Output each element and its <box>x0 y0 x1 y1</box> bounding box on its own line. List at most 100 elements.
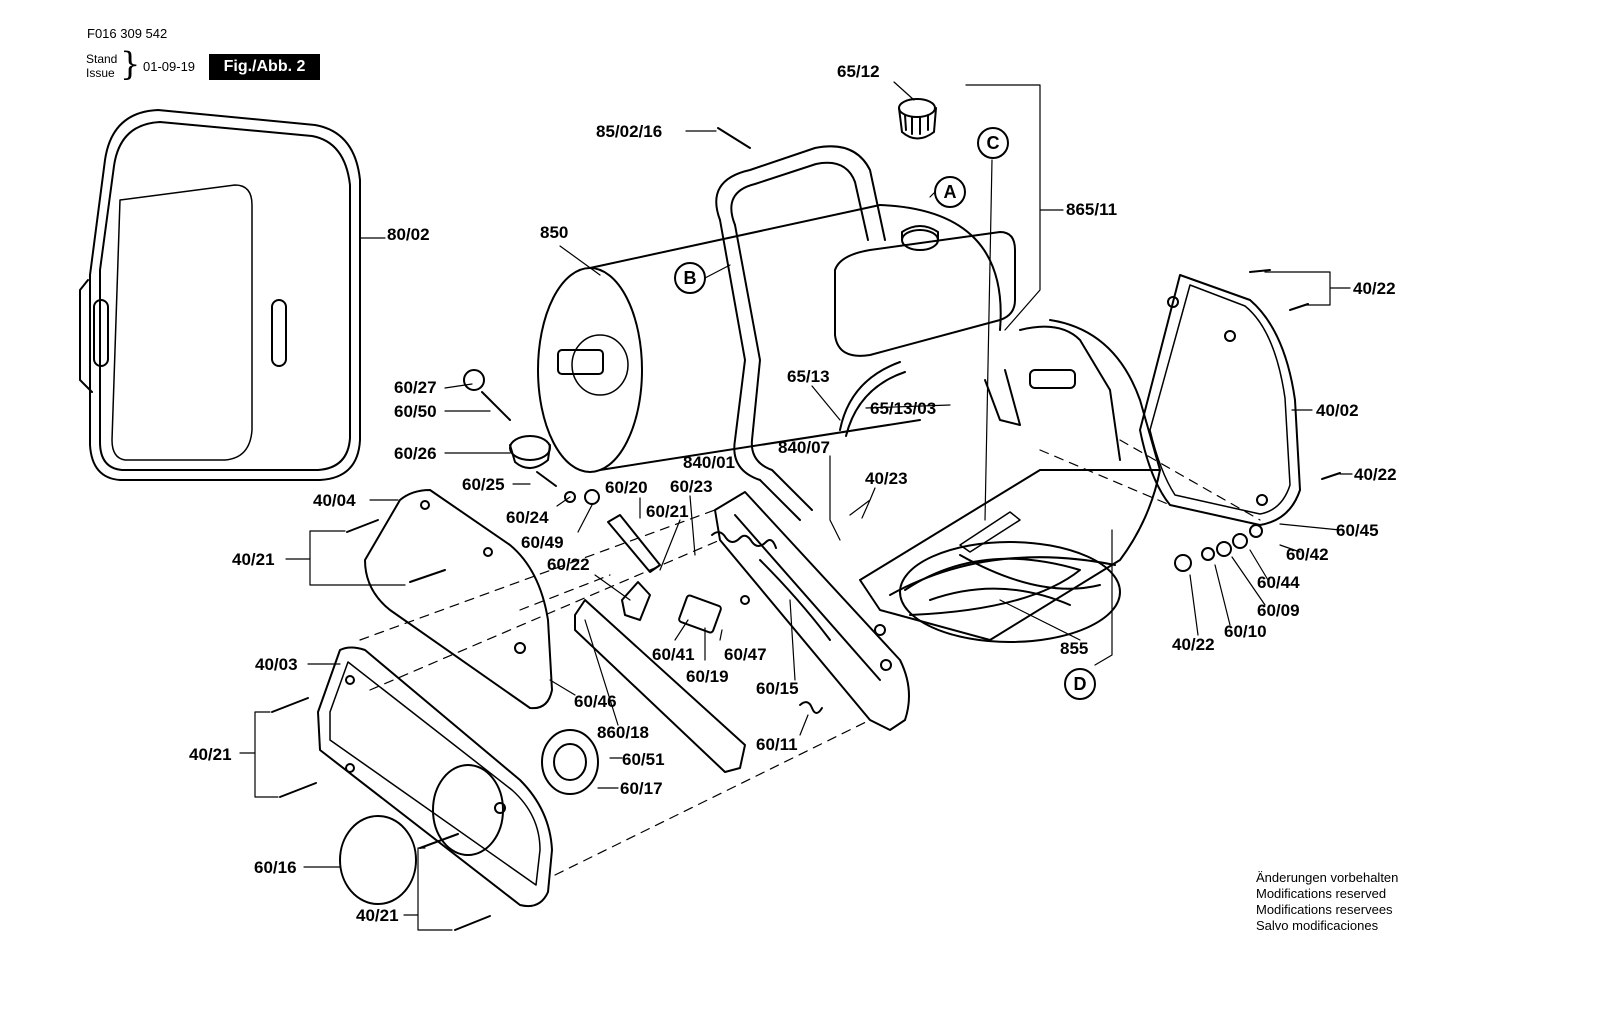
label-60-19: 60/19 <box>686 667 729 686</box>
label-60-16: 60/16 <box>254 858 297 877</box>
label-60-09: 60/09 <box>1257 601 1300 620</box>
label-60-25: 60/25 <box>462 475 505 494</box>
label-40-21-a: 40/21 <box>232 550 275 569</box>
brace-glyph: } <box>120 45 141 83</box>
label-40-22-mid: 40/22 <box>1354 465 1397 484</box>
label-60-41: 60/41 <box>652 645 695 664</box>
side-plate-840-01 <box>714 491 910 731</box>
label-60-47: 60/47 <box>724 645 767 664</box>
label-850: 850 <box>540 223 568 242</box>
spring-60-15-arm <box>759 559 831 641</box>
callout-b-circle <box>674 262 706 294</box>
screw-40-21-bottom1 <box>419 833 459 849</box>
label-40-21-c: 40/21 <box>356 906 399 925</box>
label-65-13: 65/13 <box>787 367 830 386</box>
label-60-15: 60/15 <box>756 679 799 698</box>
washer-60-09 <box>1216 541 1232 557</box>
label-60-10: 60/10 <box>1224 622 1267 641</box>
washer-60-42 <box>1249 524 1263 538</box>
bolt-40-22-low <box>1174 554 1192 572</box>
stand-label: Stand <box>86 52 118 66</box>
disc-60-16 <box>339 815 417 905</box>
note-en: Modifications reserved <box>1256 886 1387 901</box>
label-60-21: 60/21 <box>646 502 689 521</box>
hose-65-13 <box>839 361 906 437</box>
stand-issue-label: Stand Issue <box>86 52 117 80</box>
cap-60-27 <box>463 369 485 391</box>
label-60-27: 60/27 <box>394 378 437 397</box>
cutter-cylinder-855 <box>899 541 1121 643</box>
note-fr: Modifications reservees <box>1256 902 1393 917</box>
assembly-dashed-lines <box>359 439 1261 876</box>
filler-cap-65-12 <box>898 98 937 140</box>
label-860-18: 860/18 <box>597 723 649 742</box>
label-60-26: 60/26 <box>394 444 437 463</box>
callout-b: B <box>684 268 697 288</box>
washer-60-17 <box>541 729 599 795</box>
callout-a: A <box>944 182 957 202</box>
callout-d: D <box>1074 674 1087 694</box>
label-40-23: 40/23 <box>865 469 908 488</box>
right-cover-40-02 <box>1139 274 1301 526</box>
screw-60-50 <box>481 391 511 421</box>
label-60-49: 60/49 <box>521 533 564 552</box>
screw-40-22-c <box>1321 472 1341 480</box>
document-code: F016 309 542 <box>87 26 168 41</box>
washer-60-10 <box>1201 547 1215 561</box>
spring-60-15 <box>711 531 777 549</box>
issue-label: Issue <box>86 66 115 80</box>
label-40-21-b: 40/21 <box>189 745 232 764</box>
label-60-50: 60/50 <box>394 402 437 421</box>
label-40-22-top: 40/22 <box>1353 279 1396 298</box>
label-60-46: 60/46 <box>574 692 617 711</box>
screw-40-21-left1 <box>271 697 309 713</box>
label-60-17: 60/17 <box>620 779 663 798</box>
motor-cylinder-850 <box>537 204 1002 473</box>
washer-60-44 <box>1232 533 1248 549</box>
label-60-22: 60/22 <box>547 555 590 574</box>
modification-notes: Änderungen vorbehalten Modifications res… <box>1256 870 1398 934</box>
tank <box>834 225 1016 357</box>
note-de: Änderungen vorbehalten <box>1256 870 1399 885</box>
label-65-13-03: 65/13/03 <box>870 399 936 418</box>
label-85-02-16: 85/02/16 <box>596 122 662 141</box>
note-es: Salvo modificaciones <box>1256 918 1379 933</box>
label-80-02: 80/02 <box>387 225 430 244</box>
label-840-07: 840/07 <box>778 438 830 457</box>
label-60-23: 60/23 <box>670 477 713 496</box>
leader-lines <box>239 81 1353 931</box>
label-840-01: 840/01 <box>683 453 735 472</box>
grass-box-80-02 <box>79 109 361 481</box>
label-40-02: 40/02 <box>1316 401 1359 420</box>
label-40-03: 40/03 <box>255 655 298 674</box>
label-865-11: 865/11 <box>1066 200 1117 219</box>
screw-40-21-left2 <box>279 782 317 798</box>
washer-60-24 <box>564 491 576 503</box>
callout-c-circle <box>977 127 1009 159</box>
label-60-42: 60/42 <box>1286 545 1329 564</box>
label-40-22-low: 40/22 <box>1172 635 1215 654</box>
screw-40-21-mid <box>409 569 446 583</box>
screw-40-21-bottom2 <box>454 915 491 931</box>
rail-860-18 <box>574 599 746 773</box>
bracket-60-22 <box>621 581 651 621</box>
label-60-51: 60/51 <box>622 750 665 769</box>
washer-60-49 <box>584 489 600 505</box>
callout-a-circle <box>934 176 966 208</box>
screw-85-02-16 <box>717 127 751 149</box>
callout-d-circle <box>1064 668 1096 700</box>
label-40-04: 40/04 <box>313 491 356 510</box>
label-60-45: 60/45 <box>1336 521 1379 540</box>
label-65-12: 65/12 <box>837 62 880 81</box>
gear-cover-40-03 <box>317 646 553 908</box>
spring-60-11 <box>799 701 823 714</box>
issue-date: 01-09-19 <box>143 59 196 74</box>
figure-badge: Fig./Abb. 2 <box>209 54 320 80</box>
label-60-44: 60/44 <box>1257 573 1300 592</box>
screw-60-25 <box>536 471 557 487</box>
handle-frame <box>715 145 1021 521</box>
callout-c: C <box>987 133 1000 153</box>
plate-60-41 <box>678 594 722 634</box>
